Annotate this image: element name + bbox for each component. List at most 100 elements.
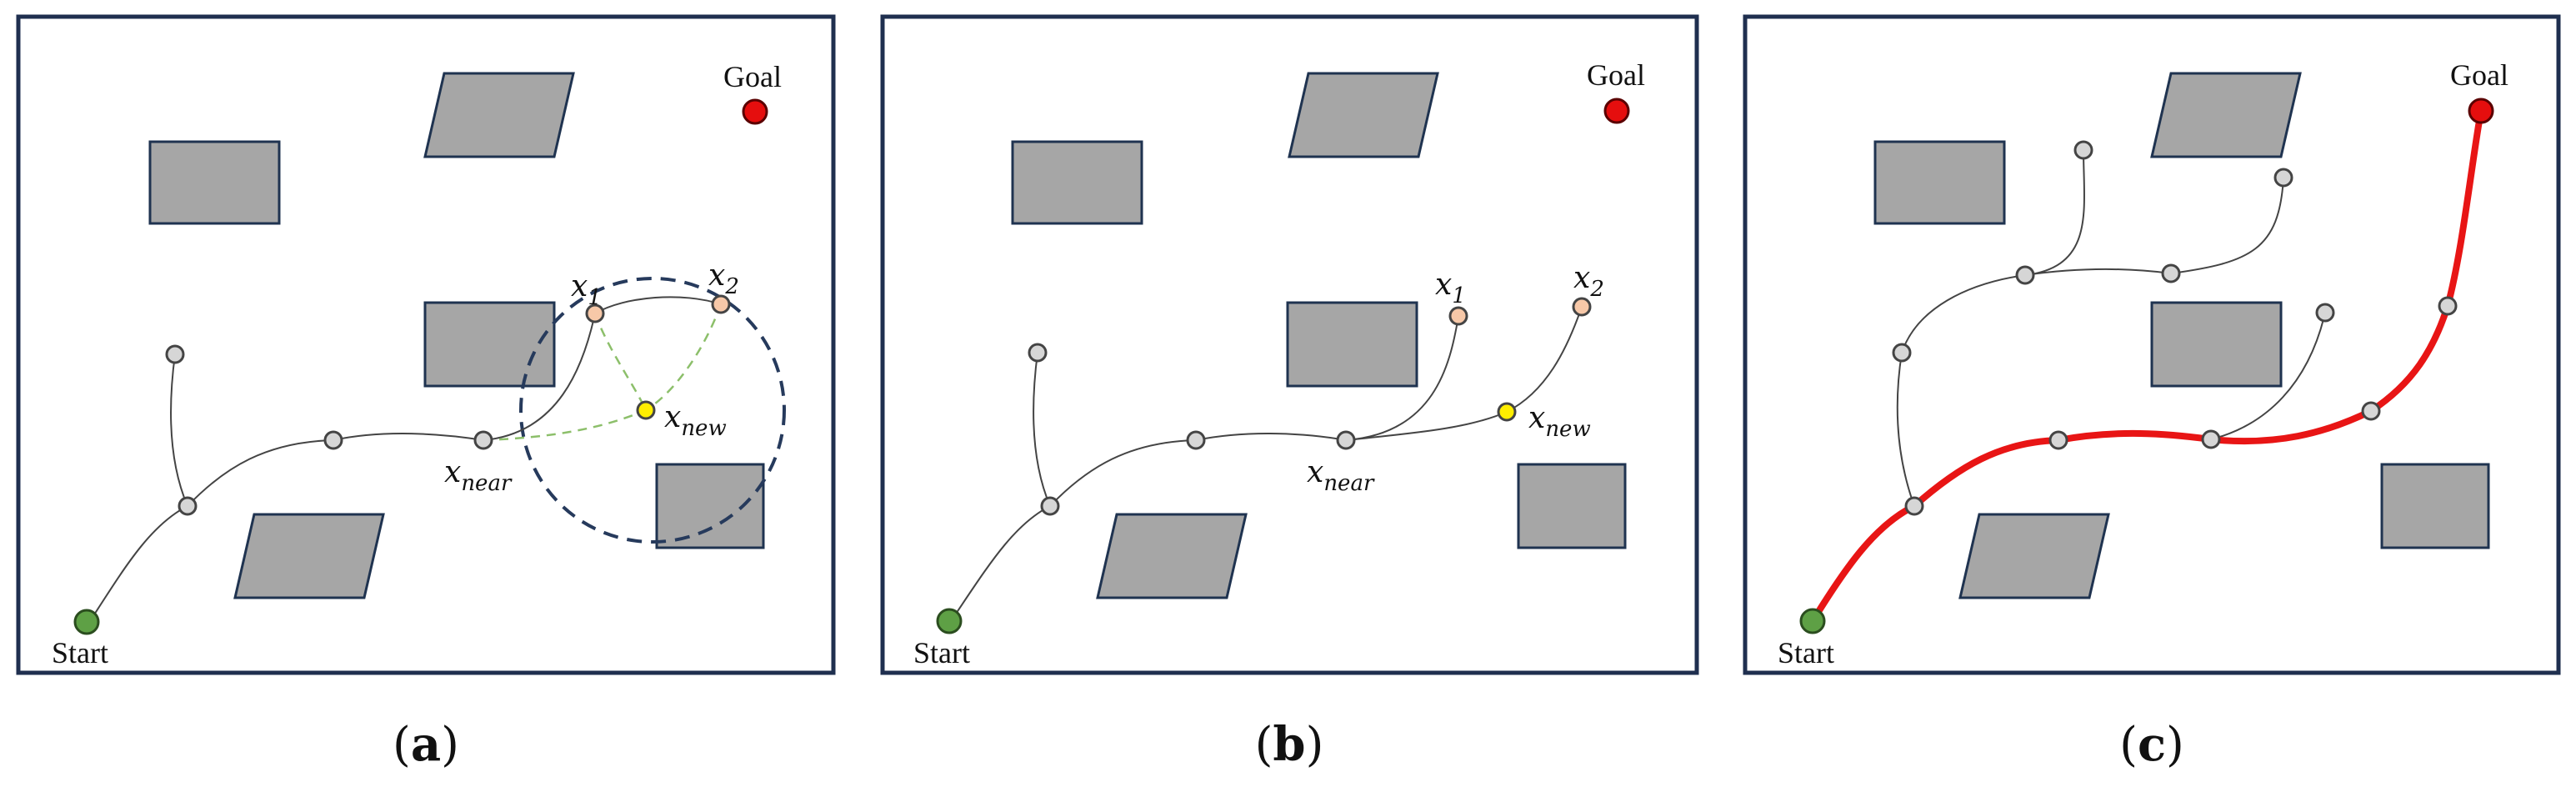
caption-b: (b) — [1255, 717, 1324, 772]
x-new-node — [1497, 402, 1517, 422]
obstacle — [2380, 463, 2490, 549]
caption-letter: c — [2138, 717, 2166, 772]
caption-letter: a — [411, 717, 441, 772]
near-radius-circle — [519, 277, 786, 544]
tree-edge — [1506, 306, 1583, 413]
tree-edge — [333, 433, 484, 441]
obstacle — [1517, 463, 1627, 549]
tree-node — [1892, 343, 1912, 363]
tree-edge — [483, 313, 596, 441]
x2-subscript: 2 — [724, 274, 739, 299]
tree-node — [2201, 429, 2221, 449]
tree-edge — [594, 296, 722, 314]
tree-edge — [1195, 433, 1347, 441]
obstacle — [423, 301, 556, 388]
panel-a: Start Goal x1 x2 xnew xnear (a) — [16, 14, 836, 772]
tree-edge — [170, 353, 188, 507]
goal-node — [742, 98, 768, 125]
tree-edge — [950, 505, 1051, 622]
x1-label: x1 — [1435, 268, 1466, 308]
x2-base: x — [708, 258, 725, 293]
obstacle — [2150, 301, 2283, 388]
x1-node — [1448, 306, 1468, 326]
start-label: Start — [52, 636, 108, 669]
caption-c: (c) — [2119, 717, 2184, 772]
tree-edge — [2170, 177, 2284, 274]
tree-node — [2361, 401, 2381, 421]
obstacle — [1286, 301, 1418, 388]
x-new-label: xnew — [1528, 401, 1591, 442]
tree-edge — [1049, 439, 1197, 507]
rewire-edge — [645, 303, 723, 412]
x1-subscript: 1 — [588, 285, 602, 310]
obstacle — [1873, 140, 2006, 225]
caption-a: (a) — [393, 717, 459, 772]
tree-node — [2048, 430, 2068, 450]
obstacle — [2150, 72, 2302, 158]
tree-node — [2073, 140, 2093, 160]
x2-node — [711, 294, 731, 314]
x-near-subscript: near — [1323, 471, 1375, 496]
obstacle — [655, 463, 765, 549]
rewire-edge — [483, 409, 647, 442]
start-node — [1799, 608, 1826, 634]
goal-node — [1603, 98, 1630, 124]
obstacle — [423, 72, 575, 158]
start-label: Start — [913, 636, 970, 669]
tree-edge — [1901, 274, 2026, 353]
x1-subscript: 1 — [1452, 283, 1466, 308]
obstacle — [233, 513, 385, 599]
x2-node — [1572, 297, 1592, 317]
tree-edge — [2024, 149, 2086, 276]
tree-node — [1028, 343, 1048, 363]
start-node — [936, 608, 963, 634]
x2-label: x2 — [708, 258, 739, 299]
tree-node — [2438, 296, 2458, 316]
goal-label: Goal — [1587, 58, 1645, 92]
obstacle — [1958, 513, 2110, 599]
tree-node — [2161, 263, 2181, 283]
start-label: Start — [1778, 636, 1834, 669]
tree-edge — [1896, 352, 1915, 507]
tree-node — [178, 496, 198, 516]
tree-node — [2273, 168, 2293, 188]
tree-edge — [1345, 411, 1508, 441]
tree-edge — [89, 505, 188, 622]
x-new-subscript: new — [681, 416, 726, 441]
panel-c: Start Goal (c) — [1743, 14, 2561, 772]
x1-base: x — [571, 269, 588, 303]
tree-edge — [2210, 312, 2326, 440]
panel-b: Start Goal x1 x2 xnew xnear (b) — [880, 14, 1699, 772]
tree-edge — [1033, 352, 1051, 507]
x-near-subscript: near — [461, 471, 513, 496]
x-new-base: x — [1528, 401, 1545, 435]
obstacle — [1288, 72, 1439, 158]
x-near-node — [473, 430, 493, 450]
x1-base: x — [1435, 268, 1452, 302]
x-near-base: x — [1307, 455, 1323, 489]
tree-node — [165, 344, 185, 364]
rewire-edge — [593, 313, 648, 411]
x-near-label: xnear — [444, 455, 513, 496]
x-near-node — [1336, 430, 1356, 450]
x1-node — [585, 303, 605, 323]
tree-edge — [187, 439, 334, 507]
tree-node — [2015, 265, 2035, 285]
tree-edge — [2024, 268, 2172, 276]
x2-subscript: 2 — [1589, 277, 1604, 302]
x2-label: x2 — [1573, 261, 1604, 302]
x-new-subscript: new — [1545, 417, 1590, 442]
x2-base: x — [1573, 261, 1590, 295]
obstacle — [148, 140, 281, 225]
x-new-node — [636, 400, 656, 420]
x-new-base: x — [664, 400, 681, 434]
goal-label: Goal — [2450, 58, 2508, 92]
x-new-label: xnew — [664, 400, 727, 441]
obstacle — [1011, 140, 1143, 225]
tree-node — [323, 430, 343, 450]
x-near-base: x — [444, 455, 461, 489]
tree-edge — [1345, 315, 1459, 441]
tree-node — [1186, 430, 1206, 450]
x1-label: x1 — [571, 269, 602, 310]
